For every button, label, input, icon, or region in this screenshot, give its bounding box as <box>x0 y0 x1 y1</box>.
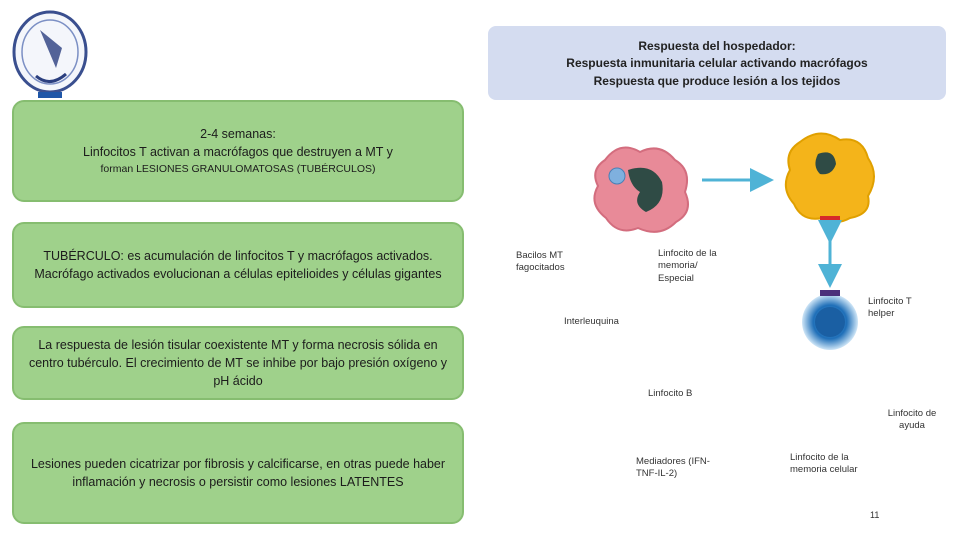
label-b-cell: Linfocito B <box>648 388 693 399</box>
page-number: 11 <box>870 510 880 520</box>
label-mediadores: Mediadores (IFN-TNF-IL-2) <box>636 456 710 480</box>
label-interleuquina: Interleuquina <box>564 316 619 327</box>
university-logo <box>12 10 88 98</box>
label-bacilos: Bacilos MT fagocitados <box>516 250 565 274</box>
box4-text: Lesiones pueden cicatrizar por fibrosis … <box>30 456 446 489</box>
diagram-canvas <box>593 132 875 350</box>
header-line1: Respuesta del hospedador: <box>638 39 796 53</box>
box3-text: La respuesta de lesión tisular coexisten… <box>28 337 448 389</box>
label-th-cell: Linfocito T helper <box>868 296 912 320</box>
header-line3: Respuesta que produce lesión a los tejid… <box>593 73 841 88</box>
activated-cell <box>784 132 875 224</box>
host-response-header: Respuesta del hospedador: Respuesta inmu… <box>488 26 946 100</box>
box1-line1: 2-4 semanas: <box>200 127 276 142</box>
box1-line3: forman LESIONES GRANULOMATOSAS (TUBÉRCUL… <box>100 162 376 175</box>
box-tuberculo: TUBÉRCULO: es acumulación de linfocitos … <box>12 222 464 308</box>
box-lesiones: Lesiones pueden cicatrizar por fibrosis … <box>12 422 464 524</box>
label-memory-bottom: Linfocito de la memoria celular <box>790 452 858 476</box>
box-weeks: 2-4 semanas: Linfocitos T activan a macr… <box>12 100 464 202</box>
box1-line2: Linfocitos T activan a macrófagos que de… <box>83 145 393 160</box>
header-line2: Respuesta inmunitaria celular activando … <box>566 56 868 71</box>
immune-response-diagram: Bacilos MT fagocitados Linfocito de la m… <box>480 100 960 540</box>
box2-text: TUBÉRCULO: es acumulación de linfocitos … <box>34 248 442 281</box>
label-helper-cell: Linfocito de ayuda <box>887 408 937 432</box>
box-respuesta: La respuesta de lesión tisular coexisten… <box>12 326 464 400</box>
label-memory-top: Linfocito de la memoria/ Especial <box>658 248 717 284</box>
th-cell <box>802 290 858 350</box>
infected-macrophage <box>593 146 689 233</box>
